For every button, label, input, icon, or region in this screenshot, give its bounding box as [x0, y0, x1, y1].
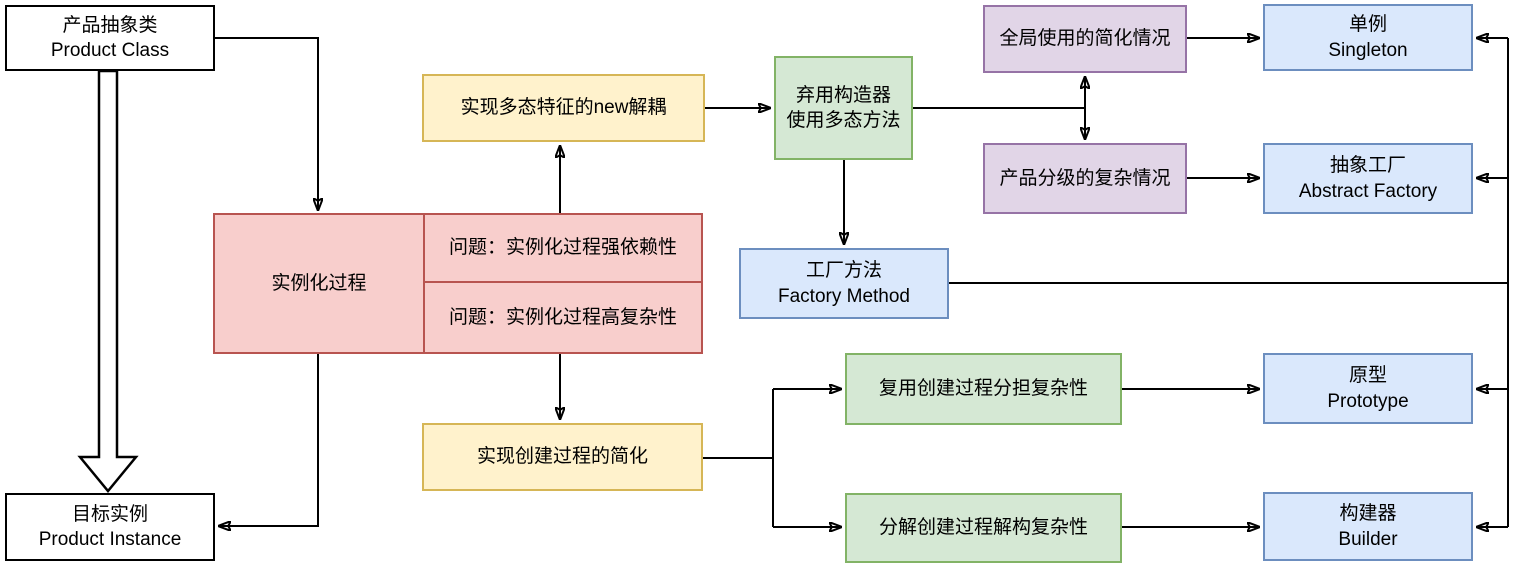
node-builder[interactable]: 构建器 Builder: [1263, 492, 1473, 561]
node-creation-simplification[interactable]: 实现创建过程的简化: [422, 423, 703, 491]
product-grading-label: 产品分级的复杂情况: [999, 167, 1171, 189]
node-singleton[interactable]: 单例 Singleton: [1263, 4, 1473, 71]
node-factory-method[interactable]: 工厂方法 Factory Method: [739, 248, 949, 319]
node-decompose-creation[interactable]: 分解创建过程解构复杂性: [845, 493, 1122, 563]
node-product-grading-case[interactable]: 产品分级的复杂情况: [983, 143, 1187, 214]
edge-creation-simplification-branch: [703, 389, 774, 527]
singleton-label-en: Singleton: [1328, 39, 1408, 61]
decompose-creation-label: 分解创建过程解构复杂性: [878, 517, 1088, 539]
prototype-label-zh: 原型: [1348, 365, 1387, 387]
product-instance-label-zh: 目标实例: [71, 503, 148, 525]
reuse-creation-label: 复用创建过程分担复杂性: [878, 378, 1088, 400]
node-reuse-creation[interactable]: 复用创建过程分担复杂性: [845, 353, 1122, 425]
edge-factory-method-trunk: [948, 38, 1509, 527]
node-instantiation-process[interactable]: 实例化过程: [213, 213, 425, 354]
singleton-label-zh: 单例: [1348, 14, 1387, 36]
node-prototype[interactable]: 原型 Prototype: [1263, 353, 1473, 424]
node-product-class[interactable]: 产品抽象类 Product Class: [5, 5, 215, 71]
abstract-factory-label-zh: 抽象工厂: [1329, 155, 1406, 177]
node-abandon-constructor[interactable]: 弃用构造器 使用多态方法: [774, 56, 913, 160]
abstract-factory-label-en: Abstract Factory: [1298, 180, 1438, 202]
factory-method-label-zh: 工厂方法: [805, 260, 882, 282]
product-class-label-en: Product Class: [50, 40, 170, 61]
factory-method-label-en: Factory Method: [778, 285, 910, 307]
edge-instantiation-to-product-instance: [218, 354, 319, 526]
node-abstract-factory[interactable]: 抽象工厂 Abstract Factory: [1263, 143, 1473, 214]
edge-product-class-to-instantiation: [215, 37, 318, 211]
node-product-instance[interactable]: 目标实例 Product Instance: [5, 493, 215, 561]
problem-complexity-label: 问题：实例化过程高复杂性: [448, 306, 677, 328]
node-global-simplification-case[interactable]: 全局使用的简化情况: [983, 5, 1187, 73]
product-class-label-zh: 产品抽象类: [62, 14, 158, 36]
builder-label-en: Builder: [1338, 528, 1398, 550]
edge-product-class-to-product-instance-hollow-arrow: [77, 69, 139, 493]
builder-label-zh: 构建器: [1339, 503, 1397, 525]
prototype-label-en: Prototype: [1327, 390, 1409, 412]
node-problem-strong-dependency[interactable]: 问题：实例化过程强依赖性: [423, 213, 703, 283]
instantiation-label: 实例化过程: [271, 272, 367, 294]
creation-simplification-label: 实现创建过程的简化: [476, 446, 648, 468]
node-problem-high-complexity[interactable]: 问题：实例化过程高复杂性: [423, 281, 703, 354]
abandon-constructor-line2: 使用多态方法: [786, 110, 901, 131]
node-new-decoupling[interactable]: 实现多态特征的new解耦: [422, 74, 705, 142]
new-decoupling-label: 实现多态特征的new解耦: [460, 97, 667, 119]
problem-dependency-label: 问题：实例化过程强依赖性: [448, 237, 677, 259]
global-simplification-label: 全局使用的简化情况: [999, 28, 1171, 50]
abandon-constructor-line1: 弃用构造器: [795, 84, 891, 106]
product-instance-label-en: Product Instance: [38, 529, 182, 550]
